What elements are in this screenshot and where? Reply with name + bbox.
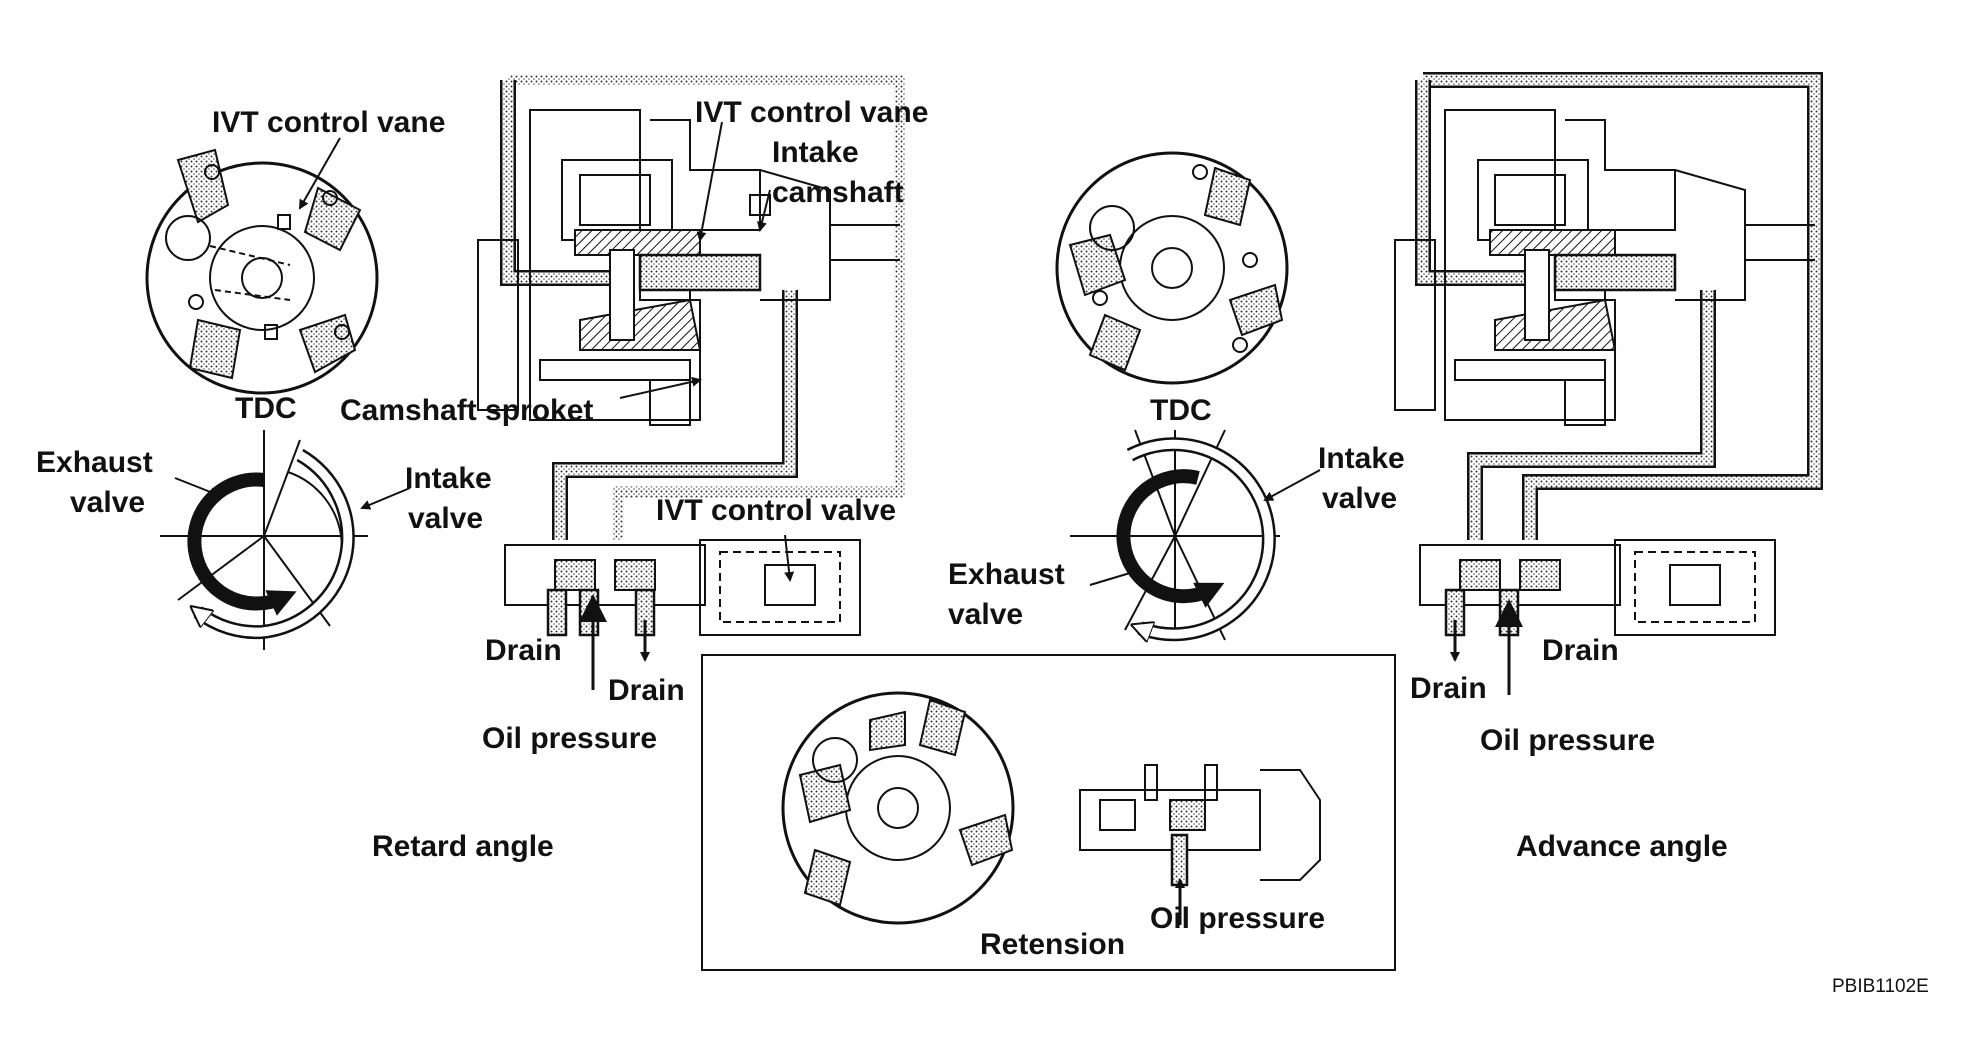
label-intake-left: Intake bbox=[405, 462, 492, 495]
label-valve-exhaust-left: valve bbox=[70, 486, 145, 519]
label-drain-right-2: Drain bbox=[1410, 672, 1487, 705]
label-oil-pressure-center: Oil pressure bbox=[1150, 902, 1325, 935]
label-drain-left-2: Drain bbox=[608, 674, 685, 707]
control-valve-advance bbox=[1419, 539, 1776, 695]
label-ivt-control-valve: IVT control valve bbox=[656, 494, 896, 527]
label-drain-left-1: Drain bbox=[485, 634, 562, 667]
label-ivt-control-vane-top: IVT control vane bbox=[695, 96, 928, 129]
label-ivt-control-vane-left: IVT control vane bbox=[212, 106, 445, 139]
rotor-advance bbox=[1055, 151, 1289, 385]
label-advance-angle: Advance angle bbox=[1516, 830, 1728, 863]
label-exhaust-left: Exhaust bbox=[36, 446, 153, 479]
label-valve-intake-left: valve bbox=[408, 502, 483, 535]
label-exhaust-right: Exhaust bbox=[948, 558, 1065, 591]
leader-lines bbox=[174, 121, 1321, 586]
label-intake-right: Intake bbox=[1318, 442, 1405, 475]
label-retard-angle: Retard angle bbox=[372, 830, 554, 863]
label-tdc-left: TDC bbox=[235, 392, 297, 425]
ivt-section-advance bbox=[1394, 72, 1823, 540]
label-intake: Intake bbox=[772, 136, 859, 169]
figure-code: PBIB1102E bbox=[1832, 976, 1929, 997]
label-valve-exhaust-right: valve bbox=[948, 598, 1023, 631]
label-drain-right-1: Drain bbox=[1542, 634, 1619, 667]
label-oil-pressure-left: Oil pressure bbox=[482, 722, 657, 755]
valve-timing-retard bbox=[160, 430, 368, 650]
label-retension: Retension bbox=[980, 928, 1125, 961]
valve-timing-advance bbox=[1070, 429, 1280, 640]
label-camshaft: camshaft bbox=[772, 176, 904, 209]
control-valve-retard bbox=[504, 539, 861, 690]
ivt-section-retard bbox=[477, 74, 906, 540]
labels: IVT control vane IVT control vane Intake… bbox=[36, 96, 1929, 997]
retension-panel bbox=[701, 654, 1396, 971]
label-valve-intake-right: valve bbox=[1322, 482, 1397, 515]
label-tdc-right: TDC bbox=[1150, 394, 1212, 427]
label-oil-pressure-right: Oil pressure bbox=[1480, 724, 1655, 757]
rotor-retard bbox=[145, 148, 379, 395]
label-camshaft-sprocket: Camshaft sproket bbox=[340, 394, 593, 427]
